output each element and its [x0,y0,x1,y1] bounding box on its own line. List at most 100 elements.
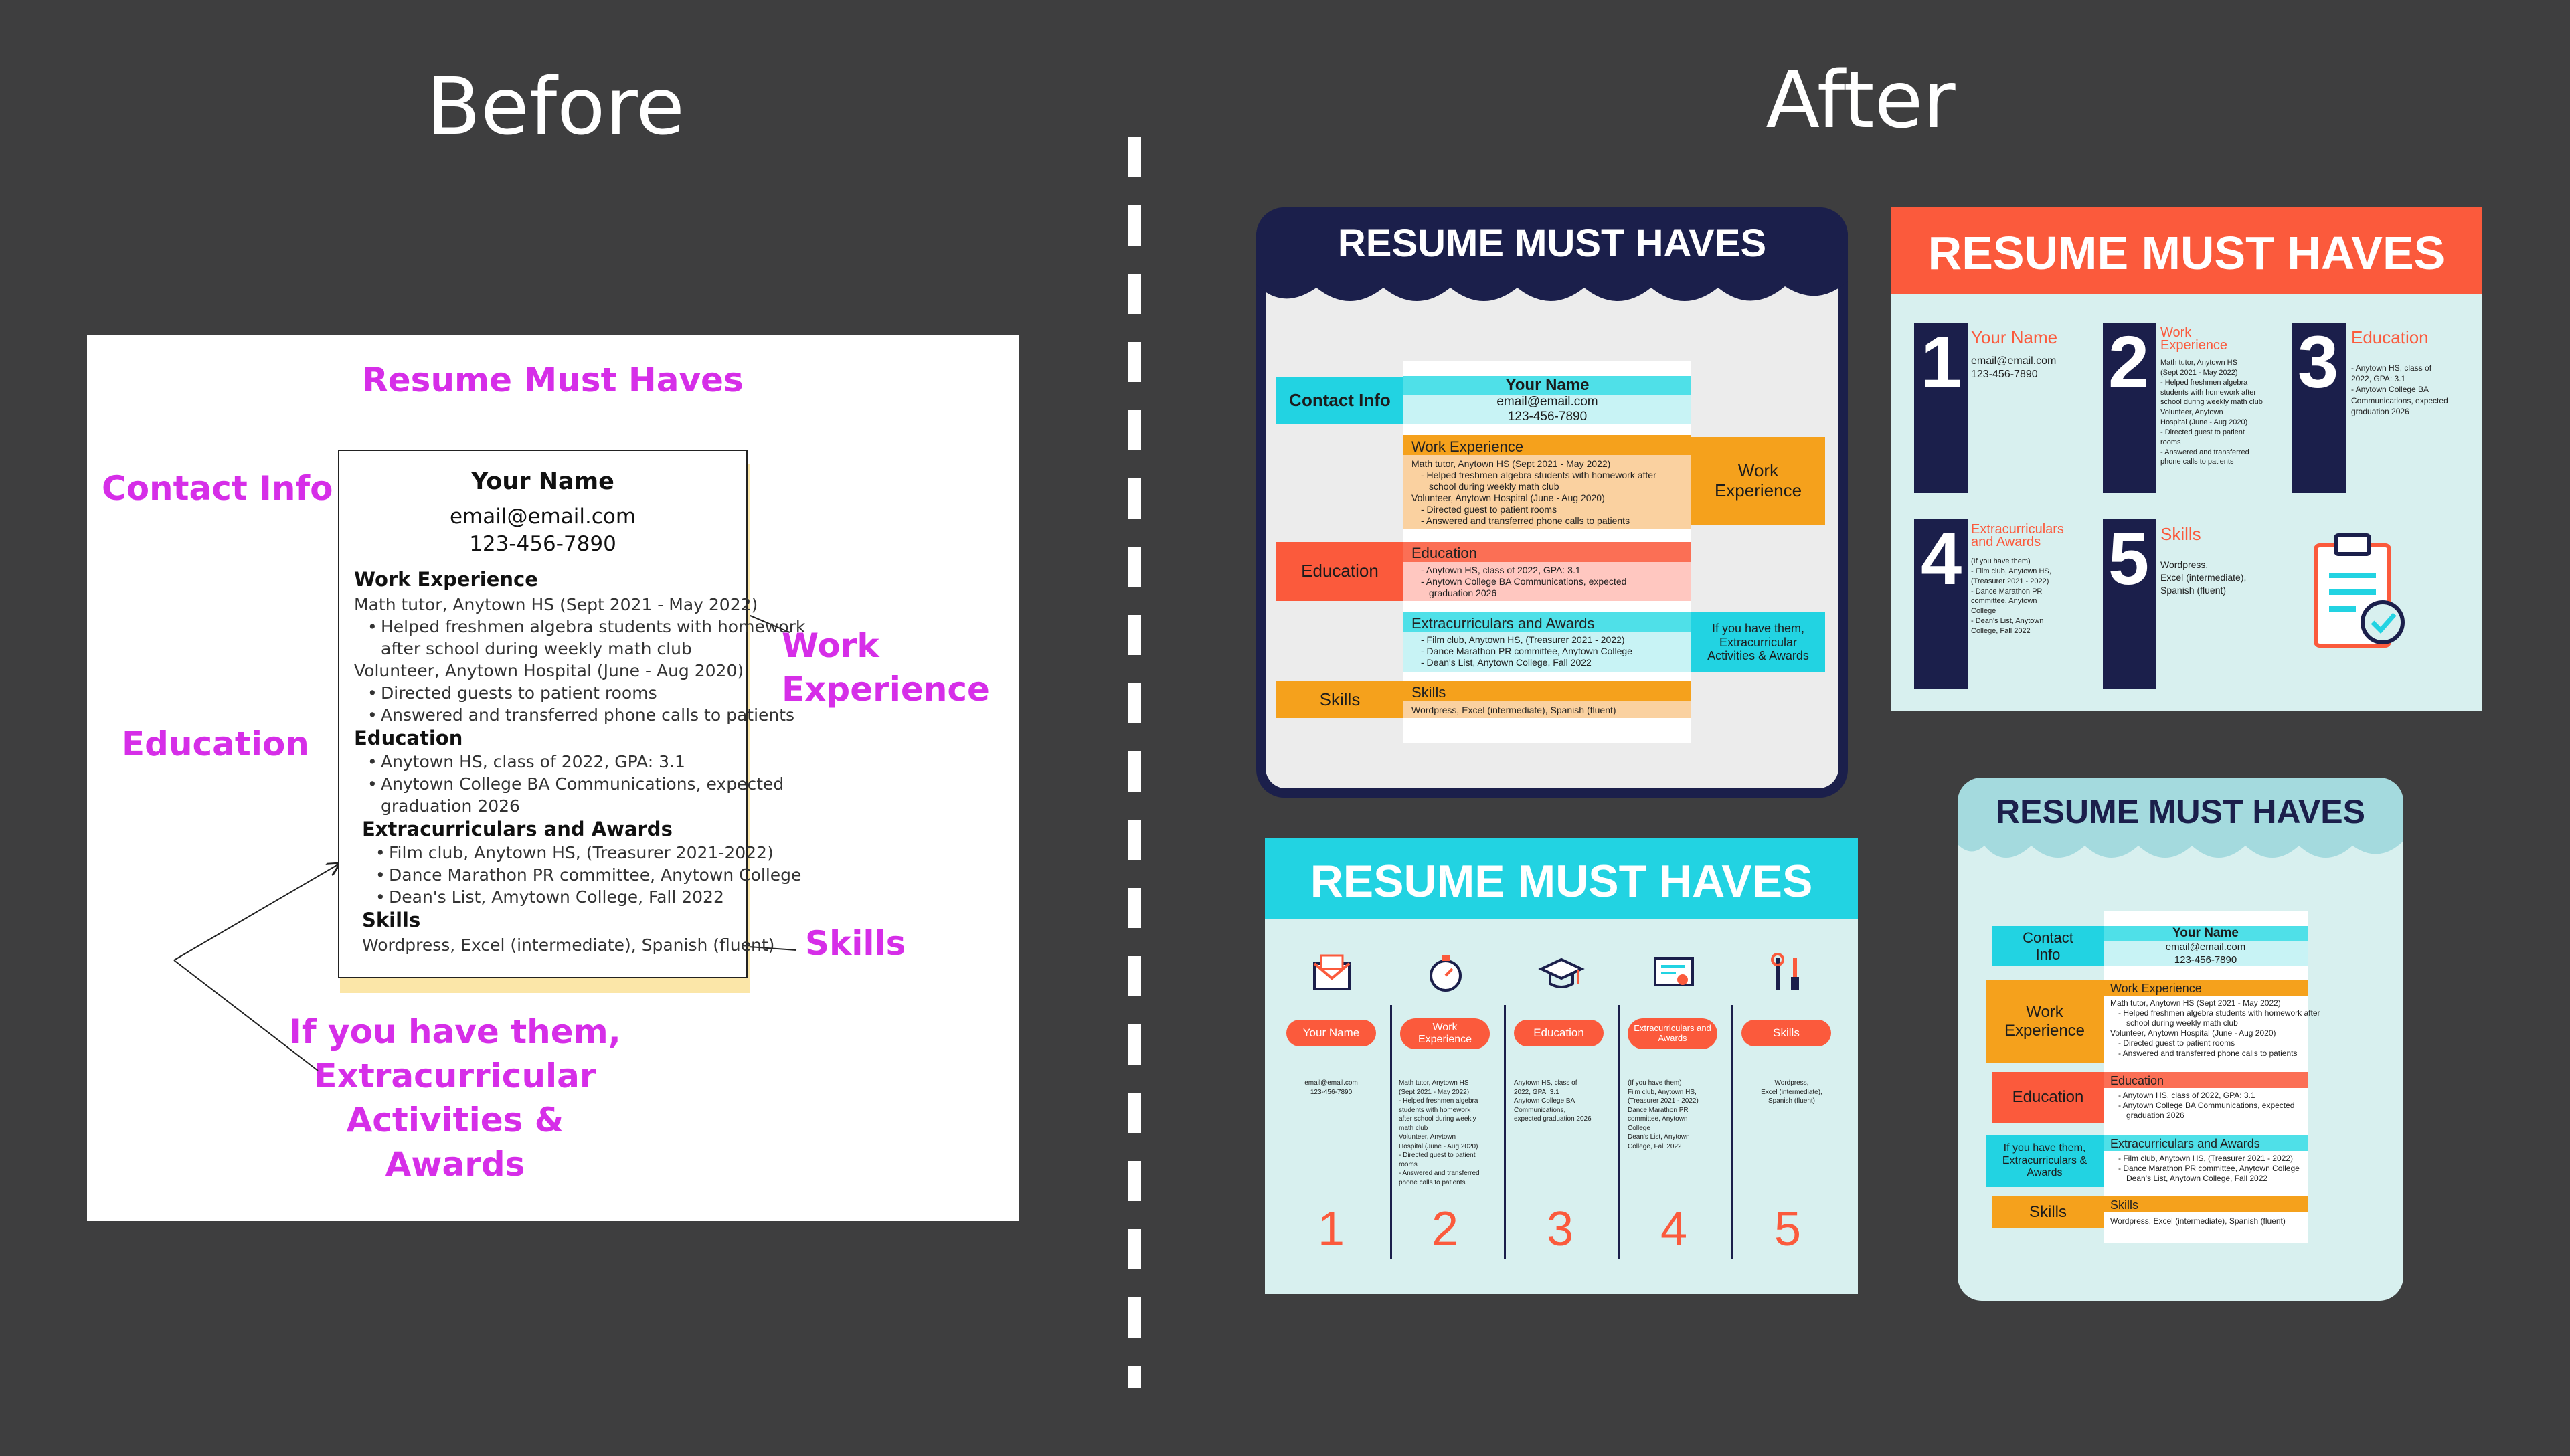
card2-num-bar-2 [2103,323,2156,493]
card2-number-1: 1 [1921,321,1962,403]
card2-text-1: 123-456-7890 [1971,369,2038,380]
card3-column-text: (If you have them)Film club, Anytown HS,… [1628,1079,1699,1150]
card4-education-label: Education [1992,1072,2104,1123]
card3-number: 5 [1774,1202,1802,1256]
resume-work-line-1: Math tutor, Anytown HS (Sept 2021 - May … [354,595,758,614]
card3-pill: Skills [1741,1020,1831,1046]
card4-skills-band [2104,1196,2308,1212]
column-divider [1390,1005,1392,1259]
before-resume-panel: Resume Must Haves Contact Info Work Expe… [87,335,1019,1221]
card1-ext-heading: Extracurriculars and Awards [1411,615,1595,632]
card1-work-heading: Work Experience [1411,438,1524,455]
card3-column-text: Math tutor, Anytown HS(Sept 2021 - May 2… [1399,1079,1480,1186]
card4-edu-line: - Anytown College BA Communications, exp… [2118,1101,2295,1110]
after-heading: After [1766,54,1956,146]
card4-cloud-banner [1958,778,2403,858]
card4-ext-line: Dean's List, Anytown College, Fall 2022 [2126,1174,2268,1183]
card4-skills-label: Skills [1992,1196,2104,1228]
card1-work-line: - Helped freshmen algebra students with … [1421,470,1656,480]
card1-work-line: Math tutor, Anytown HS (Sept 2021 - May … [1411,458,1611,469]
card4-phone: 123-456-7890 [2174,953,2237,966]
card1-ext-line: - Film club, Anytown HS, (Treasurer 2021… [1421,634,1625,645]
card1-work-line: - Answered and transferred phone calls t… [1421,515,1630,526]
card1-edu-body [1403,562,1691,601]
card2-title: RESUME MUST HAVES [1928,227,2446,279]
card4-edu-heading: Education [2110,1074,2164,1087]
card3-title: RESUME MUST HAVES [1310,856,1813,907]
before-resume-document: Your Name email@email.com 123-456-7890 W… [338,450,805,978]
card1-edu-line: graduation 2026 [1429,587,1497,598]
card2-number-3: 3 [2298,321,2339,403]
label-skills: Skills [805,924,906,963]
card1-education-label: Education [1276,542,1403,601]
card1-work-line: - Directed guest to patient rooms [1421,504,1557,515]
card3-pill: Education [1514,1020,1604,1046]
card1-work-line: school during weekly math club [1429,481,1559,492]
card-columns: RESUME MUST HAVES Your Name Work Experie… [1265,838,1858,1294]
resume-edu-bullet-cont: graduation 2026 [381,796,520,816]
resume-work-heading: Work Experience [354,568,538,591]
card4-edu-line: - Anytown HS, class of 2022, GPA: 3.1 [2118,1091,2255,1100]
card2-text-4: (If you have them)- Film club, Anytown H… [1971,557,2051,635]
card3-number: 1 [1317,1202,1345,1256]
before-heading: Before [426,60,685,153]
card3-banner [1265,838,1858,919]
card2-heading-4: Extracurriculars and Awards [1971,522,2064,549]
card4-work-line: - Directed guest to patient rooms [2118,1038,2235,1048]
resume-phone: 123-456-7890 [469,532,616,556]
card1-ext-band [1403,612,1691,632]
card4-ext-line: - Dance Marathon PR committee, Anytown C… [2118,1164,2300,1173]
resume-ext-bullet: Film club, Anytown HS, (Treasurer 2021-2… [375,843,774,862]
card4-title: RESUME MUST HAVES [1996,793,2365,830]
card4-name: Your Name [2172,926,2239,941]
card2-heading-5: Skills [2160,524,2201,544]
card4-work-line: Volunteer, Anytown Hospital (June - Aug … [2110,1028,2276,1038]
resume-name: Your Name [471,468,614,495]
card4-edu-band [2104,1072,2308,1088]
card4-ext-heading: Extracurriculars and Awards [2110,1137,2260,1150]
card1-email: email@email.com [1496,395,1598,410]
card2-num-bar-5 [2103,519,2156,689]
card1-edu-line: - Anytown College BA Communications, exp… [1421,576,1627,587]
card-light-cloud: RESUME MUST HAVES Contact Info Your Name… [1958,778,2403,1301]
certificate-icon [1654,957,1694,986]
resume-ext-bullet: Dean's List, Amytown College, Fall 2022 [375,887,724,907]
before-title: Resume Must Haves [362,361,744,399]
card1-name-band [1403,376,1691,395]
resume-work-bullet: Answered and transferred phone calls to … [367,705,794,725]
card1-ext-label: If you have them, Extracurricular Activi… [1691,612,1825,672]
label-contact-info: Contact Info [102,469,333,508]
resume-work-line-2: Volunteer, Anytown Hospital (June - Aug … [354,661,744,680]
column-divider [1618,1005,1620,1259]
card1-work-line: Volunteer, Anytown Hospital (June - Aug … [1411,492,1605,503]
card4-contact-band [2104,941,2308,966]
label-extra-1: If you have them, [289,1012,621,1051]
card1-ext-line: - Dance Marathon PR committee, Anytown C… [1421,646,1632,656]
card1-work-body [1403,455,1691,529]
card1-phone: 123-456-7890 [1507,410,1588,424]
card4-work-band [2104,980,2308,996]
card4-ext-band [2104,1135,2308,1151]
resume-work-bullet-cont: after school during weekly math club [381,639,692,658]
card1-work-band [1403,435,1691,455]
card4-ext-label: If you have them, Extracurriculars & Awa… [1986,1135,2104,1187]
resume-ext-bullet: Dance Marathon PR committee, Anytown Col… [375,865,801,885]
card4-work-line: school during weekly math club [2126,1018,2238,1028]
card4-ext-line: - Film club, Anytown HS, (Treasurer 2021… [2118,1154,2293,1163]
resume-work-bullet: Directed guests to patient rooms [367,683,657,703]
card1-edu-heading: Education [1411,545,1477,561]
label-education: Education [122,725,309,763]
resume-skills-line: Wordpress, Excel (intermediate), Spanish… [362,935,775,955]
label-extra-3: Activities & [346,1101,564,1140]
card4-work-line: - Answered and transferred phone calls t… [2118,1049,2298,1058]
card4-work-heading: Work Experience [2110,982,2202,995]
resume-work-bullet: Helped freshmen algebra students with ho… [367,617,805,636]
column-divider [1731,1005,1733,1259]
card4-name-band [2104,926,2308,941]
card1-work-label: Work Experience [1691,437,1825,525]
resume-skills-heading: Skills [362,909,421,931]
card3-number: 2 [1431,1202,1459,1256]
card2-number-5: 5 [2108,518,2150,600]
